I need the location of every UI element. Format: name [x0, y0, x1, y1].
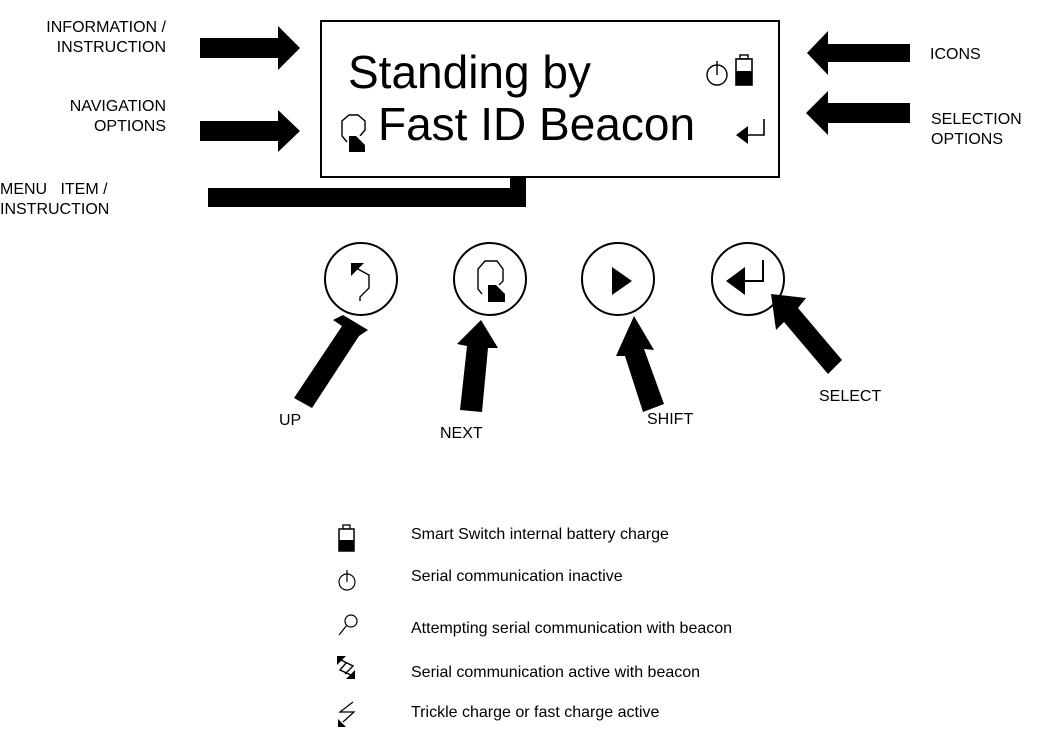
callout-selection-options: SELECTION OPTIONS [931, 111, 1022, 148]
enter-return-icon [736, 119, 765, 144]
up-icon [351, 263, 370, 301]
arrow-information [200, 26, 300, 70]
arrow-shift [616, 316, 664, 412]
next-navigation-icon [341, 114, 366, 152]
arrow-menu-item [208, 154, 532, 207]
arrow-next [457, 320, 498, 412]
display-line-menu: Fast ID Beacon [378, 98, 696, 150]
next-label: NEXT [440, 425, 483, 442]
enter-icon [726, 260, 764, 295]
legend-power-text: Serial communication inactive [411, 568, 623, 585]
next-button[interactable] [453, 242, 527, 316]
battery-icon [338, 524, 355, 552]
play-icon [612, 267, 632, 295]
next-icon [477, 260, 505, 302]
magnifier-icon [338, 614, 358, 636]
legend-magnifier-text: Attempting serial communication with bea… [411, 620, 733, 637]
lcd-display: Standing by Fast ID Beacon [320, 20, 780, 178]
legend-charge-text: Trickle charge or fast charge active [411, 704, 660, 721]
arrow-selection [806, 91, 910, 135]
legend-battery-text: Smart Switch internal battery charge [411, 526, 669, 543]
display-line-info: Standing by [348, 46, 591, 98]
shift-label: SHIFT [647, 411, 694, 428]
power-icon [706, 61, 728, 86]
select-label: SELECT [819, 388, 882, 405]
up-button[interactable] [324, 242, 398, 316]
callout-icons: ICONS [930, 46, 981, 63]
sync-arrows-icon [337, 656, 355, 679]
arrow-up [294, 315, 368, 408]
callout-information-instruction: INFORMATION / INSTRUCTION [46, 19, 166, 56]
legend-sync-text: Serial communication active with beacon [411, 664, 701, 681]
callout-menu-item-instruction: MENU ITEM / INSTRUCTION [0, 181, 110, 218]
arrow-navigation [200, 110, 300, 152]
up-label: UP [279, 412, 302, 429]
select-button[interactable] [711, 242, 785, 316]
arrow-icons [807, 31, 910, 75]
shift-button[interactable] [581, 242, 655, 316]
callout-navigation-options: NAVIGATION OPTIONS [69, 98, 166, 135]
arrow-select [771, 294, 842, 374]
power-icon [338, 570, 356, 591]
battery-icon [735, 54, 753, 86]
lightning-charge-icon [338, 701, 356, 727]
